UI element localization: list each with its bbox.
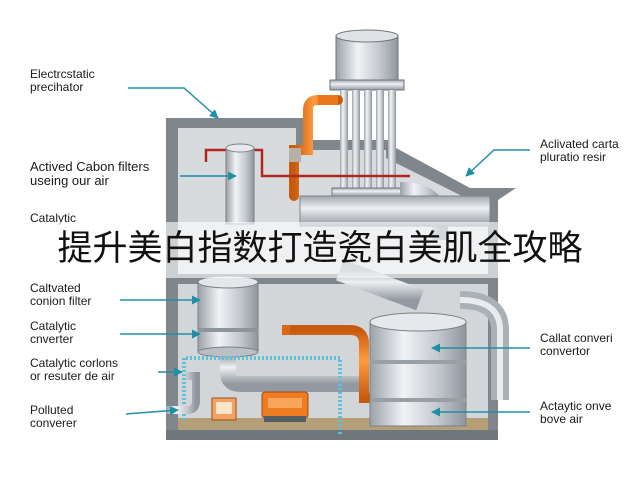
label-catalytic-onve: Actaytic onve bove air <box>540 400 611 426</box>
label-activated-carbon-filters-line1: Actived Cabon filters <box>30 159 150 174</box>
label-catalyst-converter-line1: Callat converi <box>540 331 613 345</box>
catalyst-converter-cylinder <box>369 312 467 427</box>
label-activated-carbon-filter-line2: conion filter <box>30 294 92 308</box>
label-activated-carbon-filter: Caltvated conion filter <box>30 282 91 308</box>
orange-pipe-upper <box>289 95 343 201</box>
fan-unit <box>261 391 309 422</box>
label-activated-carbon-filters-line2: useing our air <box>30 173 109 188</box>
cyan-frame <box>182 356 342 434</box>
inlet-pipe <box>166 372 200 414</box>
label-catalytic-onve-line2: bove air <box>540 412 583 426</box>
main-duct <box>299 182 509 400</box>
orange-pipe-lower <box>282 325 378 403</box>
label-catalyst-converter-line2: convertor <box>540 344 591 358</box>
label-catalytic-top: Catalytic <box>30 212 76 225</box>
catalytic-converter-cylinder <box>197 275 360 392</box>
precipitator-tubes <box>340 90 396 190</box>
label-catalytic-onve-line1: Actaytic onve <box>540 399 612 413</box>
label-activated-right-line2: pluratio resir <box>540 150 607 164</box>
label-activated-right-line1: Aclivated carta <box>540 137 619 151</box>
label-catalytic-carbons-line1: Catalytic corlons <box>30 356 119 370</box>
label-catalytic-converter-line1: Catalytic <box>30 319 77 333</box>
label-catalytic-converter: Catalytic cnverter <box>30 320 76 346</box>
label-catalyst-converter: Callat converi convertor <box>540 332 613 358</box>
title-banner-background <box>0 222 640 278</box>
label-activated-right: Aclivated carta pluratio resir <box>540 138 619 164</box>
label-polluted-converter-line2: converer <box>30 416 77 430</box>
label-electrostatic-line1: Electrcstatic <box>30 67 95 81</box>
title-banner-text: 提升美白指数打造瓷白美肌全攻略 <box>57 229 583 269</box>
label-polluted-converter-line1: Polluted <box>30 403 74 417</box>
label-electrostatic: Electrcstatic precihator <box>30 68 95 94</box>
label-catalytic-carbons-line2: or resuter de air <box>30 369 115 383</box>
label-catalytic-top-line1: Catalytic <box>30 211 77 225</box>
label-catalytic-converter-line2: cnverter <box>30 332 74 346</box>
electrostatic-precipitator-stack <box>329 29 405 197</box>
label-electrostatic-line2: precihator <box>30 80 84 94</box>
label-catalytic-carbons: Catalytic corlons or resuter de air <box>30 357 118 383</box>
red-line <box>204 148 410 178</box>
leader-lines <box>120 87 530 417</box>
small-device <box>211 397 237 421</box>
activated-carbon-filter-cylinder <box>225 143 255 225</box>
label-polluted-converter: Polluted converer <box>30 404 77 430</box>
label-activated-carbon-filters: Actived Cabon filters useing our air <box>30 160 149 188</box>
label-activated-carbon-filter-line1: Caltvated <box>30 281 81 295</box>
